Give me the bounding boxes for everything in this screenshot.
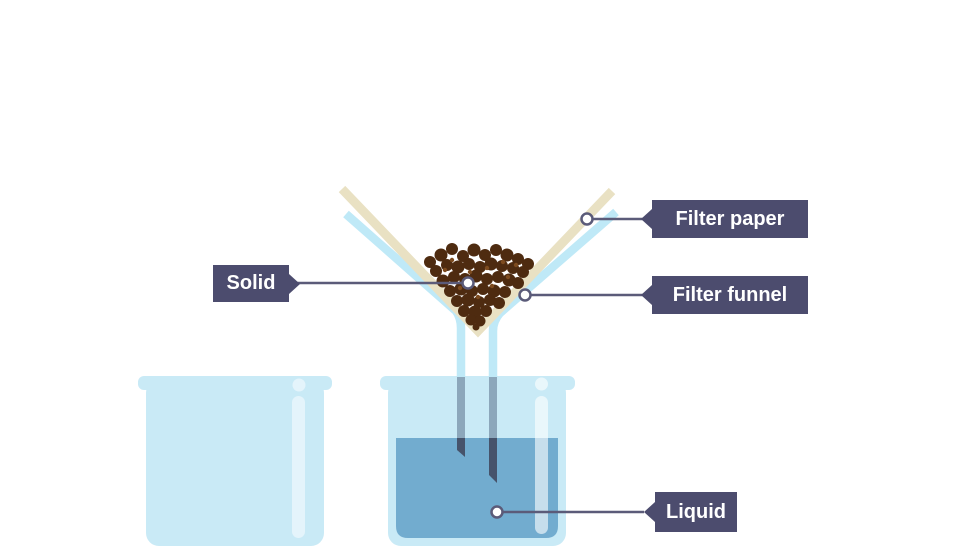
beaker-collecting-shine-stripe xyxy=(535,396,548,534)
stem-left-in-glass xyxy=(457,376,465,438)
beaker-empty-rim xyxy=(138,376,332,390)
beaker-empty-shine-dot xyxy=(292,378,306,392)
stem-right-in-glass xyxy=(489,376,497,438)
funnel-stem-submerged xyxy=(457,376,497,483)
liquid-filtrate xyxy=(396,438,558,538)
marker-filter-funnel xyxy=(518,288,532,302)
marker-solid xyxy=(461,276,475,290)
label-solid-pointer xyxy=(289,273,300,294)
beaker-collecting-rim xyxy=(380,376,575,390)
beaker-collecting-shine-dot xyxy=(535,377,548,391)
label-filter-funnel-text: Filter funnel xyxy=(672,283,788,306)
beaker-collecting xyxy=(380,376,575,546)
label-filter-paper: Filter paper xyxy=(641,200,808,238)
stem-left-in-liquid xyxy=(457,438,465,457)
label-solid-text: Solid xyxy=(226,272,276,294)
label-liquid-text: Liquid xyxy=(666,500,726,523)
callout-connectors xyxy=(297,212,646,519)
label-filter-funnel: Filter funnel xyxy=(641,276,808,314)
beaker-empty-shine-stripe xyxy=(292,396,305,538)
label-filter-funnel-pointer xyxy=(641,285,652,305)
label-liquid-pointer xyxy=(644,502,655,522)
marker-filter-paper xyxy=(580,212,594,226)
label-filter-paper-text: Filter paper xyxy=(675,207,785,230)
label-filter-paper-pointer xyxy=(641,209,652,229)
solid-pile xyxy=(424,243,534,331)
beaker-empty xyxy=(138,376,332,546)
filter-paper-shape xyxy=(338,185,616,338)
stem-right-in-liquid xyxy=(489,438,497,483)
beaker-empty-body xyxy=(146,380,324,546)
label-solid: Solid xyxy=(213,265,300,302)
label-liquid: Liquid xyxy=(644,492,737,532)
marker-liquid xyxy=(490,505,504,519)
